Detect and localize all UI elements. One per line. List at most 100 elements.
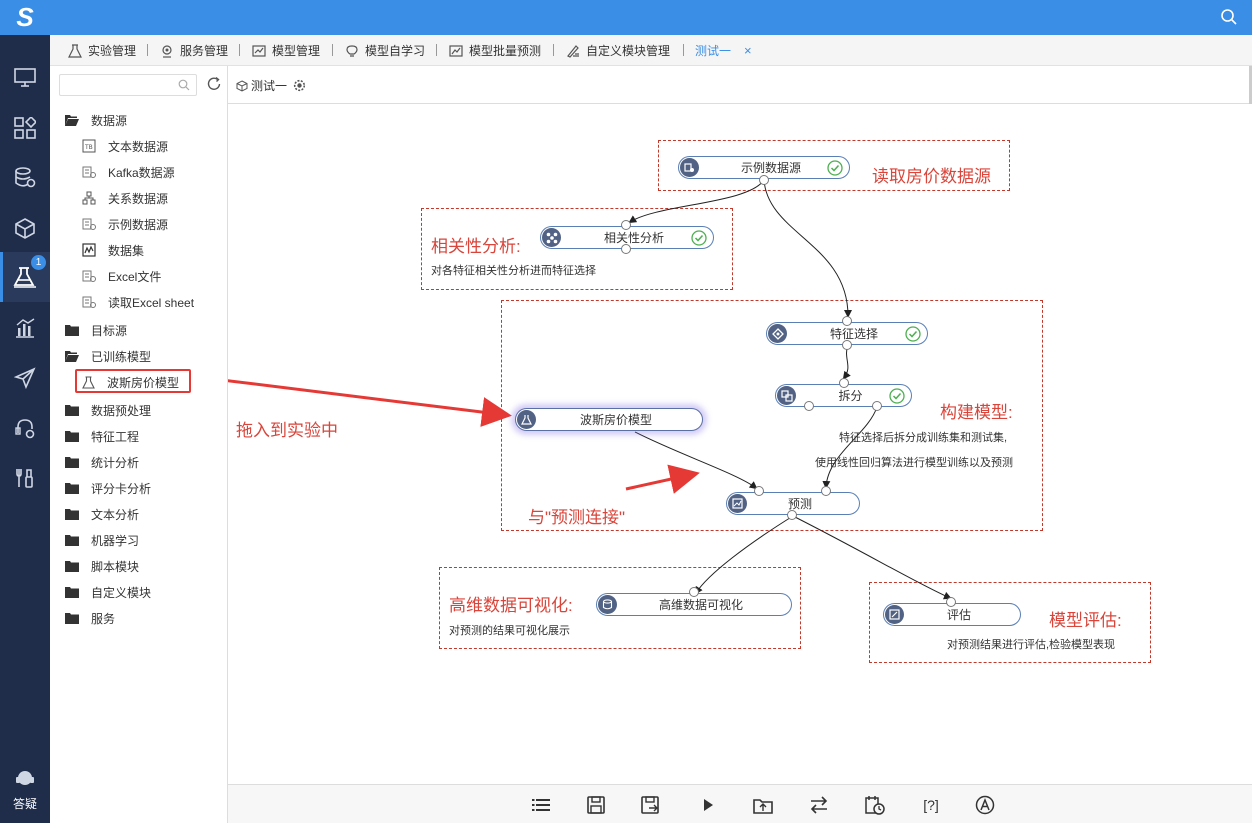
tree-item-label: 脚本模块 [91, 559, 140, 574]
tab-custom-module-management[interactable]: 自定义模块管理 [566, 35, 670, 66]
experiment-canvas[interactable]: 示例数据源 相关性分析 特征选择 拆分 波斯房价模型 预测 高维数据可视化 [228, 104, 1252, 784]
node-boston-model[interactable]: 波斯房价模型 [515, 408, 703, 431]
tree-item[interactable]: 目标源 [65, 320, 127, 340]
network-icon [542, 228, 561, 247]
app-logo[interactable]: S [0, 0, 50, 35]
list-icon[interactable] [530, 794, 552, 816]
group-correlation [421, 208, 733, 290]
input-port[interactable] [689, 587, 699, 597]
folder-icon [65, 404, 85, 416]
tab-label: 测试一 [695, 44, 732, 58]
output-port[interactable] [842, 340, 852, 350]
tree-item[interactable]: 波斯房价模型 [82, 372, 179, 392]
notification-badge: 1 [31, 255, 46, 270]
tab-model-management[interactable]: 模型管理 [252, 35, 320, 66]
tree-item[interactable]: 特征工程 [65, 426, 139, 446]
tree-item[interactable]: 服务 [65, 608, 115, 628]
tree-item[interactable]: 统计分析 [65, 452, 139, 472]
tree-item[interactable]: 数据预处理 [65, 400, 151, 420]
tree-item[interactable]: 文本分析 [65, 504, 139, 524]
tree-item-label: 服务 [91, 611, 116, 626]
swap-icon[interactable] [808, 794, 830, 816]
tree-search-input[interactable] [59, 74, 197, 96]
tree-item-label: Kafka数据源 [108, 165, 175, 180]
output-port[interactable] [872, 401, 882, 411]
tab-model-batch-predict[interactable]: 模型批量预测 [449, 35, 541, 66]
folder-icon [65, 508, 85, 520]
save-as-icon[interactable] [640, 794, 662, 816]
tab-service-management[interactable]: 服务管理 [160, 35, 228, 66]
tab-label: 模型批量预测 [469, 44, 542, 58]
tree-item[interactable]: 关系数据源 [82, 188, 168, 208]
run-icon[interactable] [697, 794, 719, 816]
send-icon[interactable] [12, 365, 38, 391]
tab-experiment-management[interactable]: 实验管理 [68, 35, 136, 66]
tree-item[interactable]: 数据源 [65, 110, 127, 130]
node-visualization[interactable]: 高维数据可视化 [596, 593, 792, 616]
apps-icon[interactable] [12, 115, 38, 141]
bottom-toolbar: [?] [228, 784, 1252, 823]
input-port[interactable] [946, 597, 956, 607]
node-evaluate[interactable]: 评估 [883, 603, 1021, 626]
output-port[interactable] [804, 401, 814, 411]
tree-item-label: 读取Excel sheet [108, 295, 195, 310]
tree-item-label: 已训练模型 [91, 349, 152, 364]
export-icon[interactable] [752, 794, 774, 816]
tree-item-label: Excel文件 [108, 269, 162, 284]
tree-item[interactable]: 自定义模块 [65, 582, 151, 602]
chart-icon [449, 44, 463, 57]
service-settings-icon[interactable] [12, 415, 38, 441]
svg-text:TB: TB [84, 144, 93, 151]
tree-item[interactable]: 机器学习 [65, 530, 139, 550]
check-circle-icon [889, 388, 905, 404]
tab-close-icon[interactable]: × [744, 43, 752, 58]
tree-item[interactable]: 数据集 [82, 240, 144, 260]
node-sample-source[interactable]: 示例数据源 [678, 156, 850, 179]
help-label[interactable]: 答疑 [12, 797, 37, 811]
tools-icon[interactable] [12, 465, 38, 491]
split-icon [777, 386, 796, 405]
bulb-icon [346, 44, 358, 57]
save-icon[interactable] [585, 794, 607, 816]
support-icon[interactable] [12, 766, 38, 792]
tree-item[interactable]: 已训练模型 [65, 346, 151, 366]
input-port[interactable] [839, 378, 849, 388]
tab-separator [683, 44, 684, 56]
experiment-icon[interactable] [12, 264, 38, 290]
settings-icon[interactable] [293, 79, 306, 92]
database-settings-icon[interactable] [12, 165, 38, 191]
cube-icon[interactable] [12, 215, 38, 241]
tree-item[interactable]: Excel文件 [82, 266, 161, 286]
input-port[interactable] [821, 486, 831, 496]
monitor-icon[interactable] [12, 65, 38, 91]
tree-item[interactable]: 读取Excel sheet [82, 292, 194, 312]
input-port[interactable] [621, 220, 631, 230]
tab-test-one[interactable]: 测试一 [695, 35, 731, 66]
tab-label: 服务管理 [180, 44, 229, 58]
search-icon[interactable] [178, 79, 190, 94]
node-correlation[interactable]: 相关性分析 [540, 226, 714, 249]
node-label: 评估 [946, 608, 971, 622]
tree-item[interactable]: 示例数据源 [82, 214, 168, 234]
tab-model-self-learning[interactable]: 模型自学习 [345, 35, 425, 66]
help-icon[interactable]: [?] [923, 797, 939, 813]
input-port[interactable] [842, 316, 852, 326]
tree-item-label: 目标源 [91, 323, 128, 338]
output-port[interactable] [759, 175, 769, 185]
tree-item-label: 数据源 [91, 113, 128, 128]
auto-layout-icon[interactable] [974, 794, 996, 816]
search-icon[interactable] [1220, 8, 1238, 26]
tree-item[interactable]: 评分卡分析 [65, 478, 151, 498]
refresh-icon[interactable] [206, 76, 222, 95]
output-port[interactable] [787, 510, 797, 520]
schedule-icon[interactable] [864, 794, 886, 816]
tree-item[interactable]: 脚本模块 [65, 556, 139, 576]
annotation-correlation-title: 相关性分析: [431, 237, 521, 256]
check-circle-icon [827, 160, 843, 176]
bar-chart-icon[interactable] [12, 315, 38, 341]
tree-item[interactable]: Kafka数据源 [82, 162, 175, 182]
check-circle-icon [691, 230, 707, 246]
input-port[interactable] [754, 486, 764, 496]
output-port[interactable] [621, 244, 631, 254]
